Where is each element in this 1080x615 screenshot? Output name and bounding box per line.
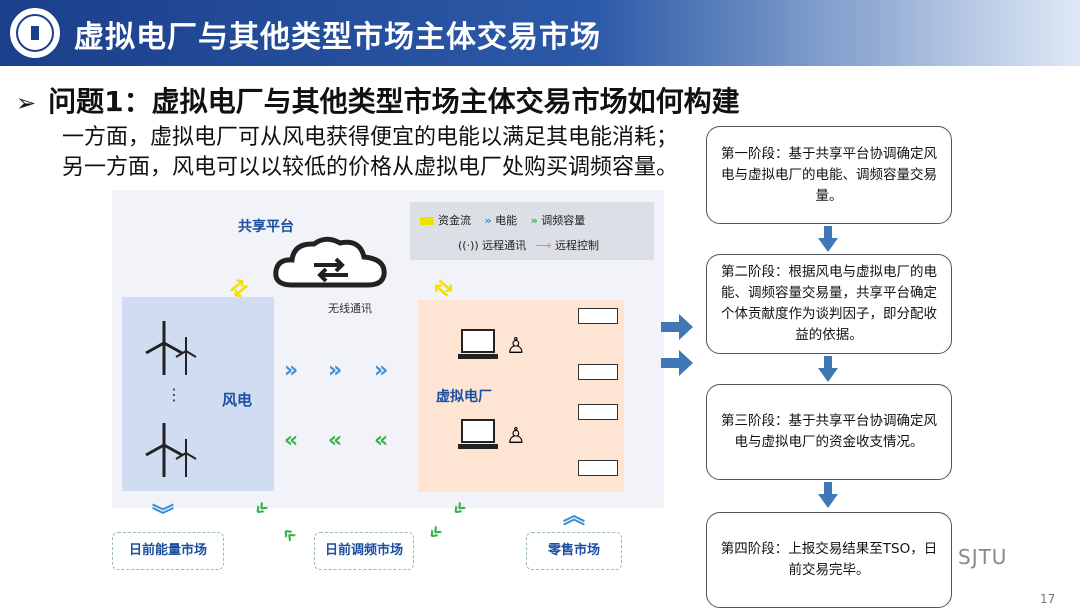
- retail-market: 零售市场: [526, 532, 622, 570]
- down-arrow-icon: [818, 226, 838, 252]
- down-arrow-icon: [818, 482, 838, 508]
- down-chevron-icon: ︾: [152, 504, 175, 529]
- regulation-flow-arrow-icon: «: [374, 428, 389, 453]
- market-diagram: 资金流 » 电能 » 调频容量 ((·)) 远程通讯 ⟶ 远程控制 共享平台 无…: [112, 190, 664, 508]
- regulation-flow-arrow-icon: «: [284, 428, 299, 453]
- remote-control-arrow-icon: ⟶: [535, 239, 552, 252]
- remote-comm-icon: ((·)): [458, 239, 479, 252]
- green-chevron-icon: «: [275, 520, 303, 549]
- university-logo-icon: [8, 6, 62, 60]
- regulation-flow-arrow-icon: «: [328, 428, 343, 453]
- ellipsis-icon: ⋮: [166, 385, 182, 404]
- virtual-power-plant-block: ♙ ♙ 虚拟电厂: [418, 300, 624, 492]
- user-icon: ♙: [506, 424, 526, 449]
- page-number: 17: [1040, 592, 1056, 606]
- sjtu-logo-text: SJTU: [958, 545, 1008, 569]
- wind-power-label: 风电: [222, 391, 253, 409]
- energy-flow-arrow-icon: »: [284, 358, 299, 383]
- header-bar: 虚拟电厂与其他类型市场主体交易市场: [0, 0, 1080, 66]
- user-icon: ♙: [506, 334, 526, 359]
- day-ahead-regulation-market: 日前调频市场: [314, 532, 414, 570]
- stage-box-3: 第三阶段：基于共享平台协调确定风电与虚拟电厂的资金收支情况。: [706, 384, 952, 480]
- stage-box-1: 第一阶段：基于共享平台协调确定风电与虚拟电厂的电能、调频容量交易量。: [706, 126, 952, 224]
- stage-box-2: 第二阶段：根据风电与虚拟电厂的电能、调频容量交易量，共享平台确定个体贡献度作为谈…: [706, 254, 952, 354]
- up-chevron-icon: ︽: [563, 504, 586, 529]
- shared-platform-label: 共享平台: [238, 219, 294, 235]
- regulation-chevron-icon: »: [530, 214, 538, 227]
- page-title: 虚拟电厂与其他类型市场主体交易市场: [74, 20, 601, 55]
- stage-box-4: 第四阶段：上报交易结果至TSO，日前交易完毕。: [706, 512, 952, 608]
- air-conditioner-icon: [578, 308, 618, 324]
- wind-turbine-icon: [145, 423, 197, 477]
- legend-frequency-capacity: 调频容量: [541, 214, 586, 227]
- laptop-icon: [458, 329, 498, 359]
- legend: 资金流 » 电能 » 调频容量 ((·)) 远程通讯 ⟶ 远程控制: [410, 202, 654, 260]
- wireless-comm-label: 无线通讯: [328, 302, 372, 315]
- cloud-icon: [273, 236, 387, 288]
- green-chevron-icon: «: [421, 518, 449, 547]
- air-conditioner-icon: [578, 404, 618, 420]
- legend-remote-comm: 远程通讯: [482, 239, 527, 252]
- wind-power-block: ⋮ 风电: [122, 297, 274, 491]
- question-heading: ➢ 问题1：虚拟电厂与其他类型市场主体交易市场如何构建: [16, 80, 740, 120]
- energy-flow-arrow-icon: »: [374, 358, 389, 383]
- day-ahead-energy-market: 日前能量市场: [112, 532, 224, 570]
- laptop-icon: [458, 419, 498, 449]
- right-arrow-icon: [661, 314, 693, 340]
- description-text: 一方面，虚拟电厂可从风电获得便宜的电能以满足其电能消耗；另一方面，风电可以以较低…: [62, 123, 698, 183]
- right-arrow-icon: [661, 350, 693, 376]
- air-conditioner-icon: [578, 364, 618, 380]
- wind-turbine-icon: [145, 321, 197, 375]
- vpp-label: 虚拟电厂: [436, 389, 492, 405]
- legend-capital-flow: 资金流: [438, 214, 471, 227]
- energy-chevron-icon: »: [484, 214, 492, 227]
- energy-flow-arrow-icon: »: [328, 358, 343, 383]
- bullet-arrow-icon: ➢: [16, 89, 37, 117]
- legend-electric-energy: 电能: [495, 214, 518, 227]
- question-text: 问题1：虚拟电厂与其他类型市场主体交易市场如何构建: [48, 85, 740, 118]
- air-conditioner-icon: [578, 460, 618, 476]
- legend-remote-control: 远程控制: [554, 239, 599, 252]
- down-arrow-icon: [818, 356, 838, 382]
- capital-flow-swatch-icon: [420, 217, 434, 225]
